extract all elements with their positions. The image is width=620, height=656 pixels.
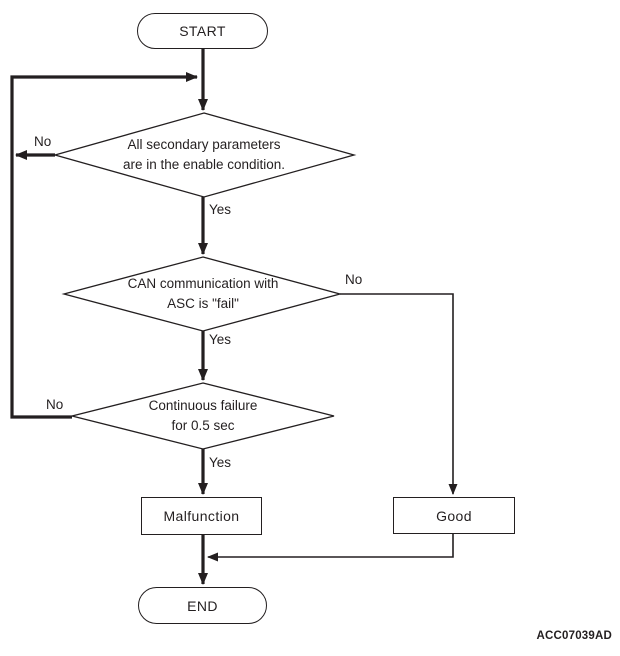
malfunction-node: Malfunction	[141, 497, 262, 535]
decision3-text: Continuous failure for 0.5 sec	[53, 396, 353, 436]
decision3-line1: Continuous failure	[148, 398, 258, 413]
good-node: Good	[393, 497, 515, 534]
figure-code: ACC07039AD	[536, 630, 612, 642]
decision2-diamond	[61, 256, 343, 332]
decision1-no-label: No	[34, 134, 52, 149]
start-label: START	[179, 23, 226, 39]
decision3-diamond	[71, 382, 335, 450]
arrow-decision2-no-to-good	[340, 293, 458, 495]
start-node: START	[137, 13, 268, 49]
decision3-yes-label: Yes	[209, 455, 232, 470]
decision1-diamond	[52, 112, 357, 198]
decision1-line1: All secondary parameters	[127, 137, 281, 152]
decision2-yes-label: Yes	[209, 332, 232, 347]
decision1-line2: are in the enable condition.	[122, 157, 286, 172]
good-label: Good	[436, 507, 472, 524]
arrow-good-to-end-junction	[207, 534, 454, 562]
end-label: END	[187, 597, 218, 614]
decision1-text: All secondary parameters are in the enab…	[54, 135, 354, 175]
decision2-text: CAN communication with ASC is "fail"	[53, 274, 353, 314]
end-node: END	[138, 587, 267, 624]
decision2-line2: ASC is "fail"	[167, 296, 239, 311]
arrow-loopback-no	[10, 72, 198, 419]
decision2-no-label: No	[345, 272, 363, 287]
decision1-yes-label: Yes	[209, 202, 232, 217]
decision2-line1: CAN communication with	[127, 276, 279, 291]
decision3-line2: for 0.5 sec	[171, 418, 235, 433]
decision3-no-label: No	[46, 397, 64, 412]
malfunction-label: Malfunction	[163, 508, 240, 524]
